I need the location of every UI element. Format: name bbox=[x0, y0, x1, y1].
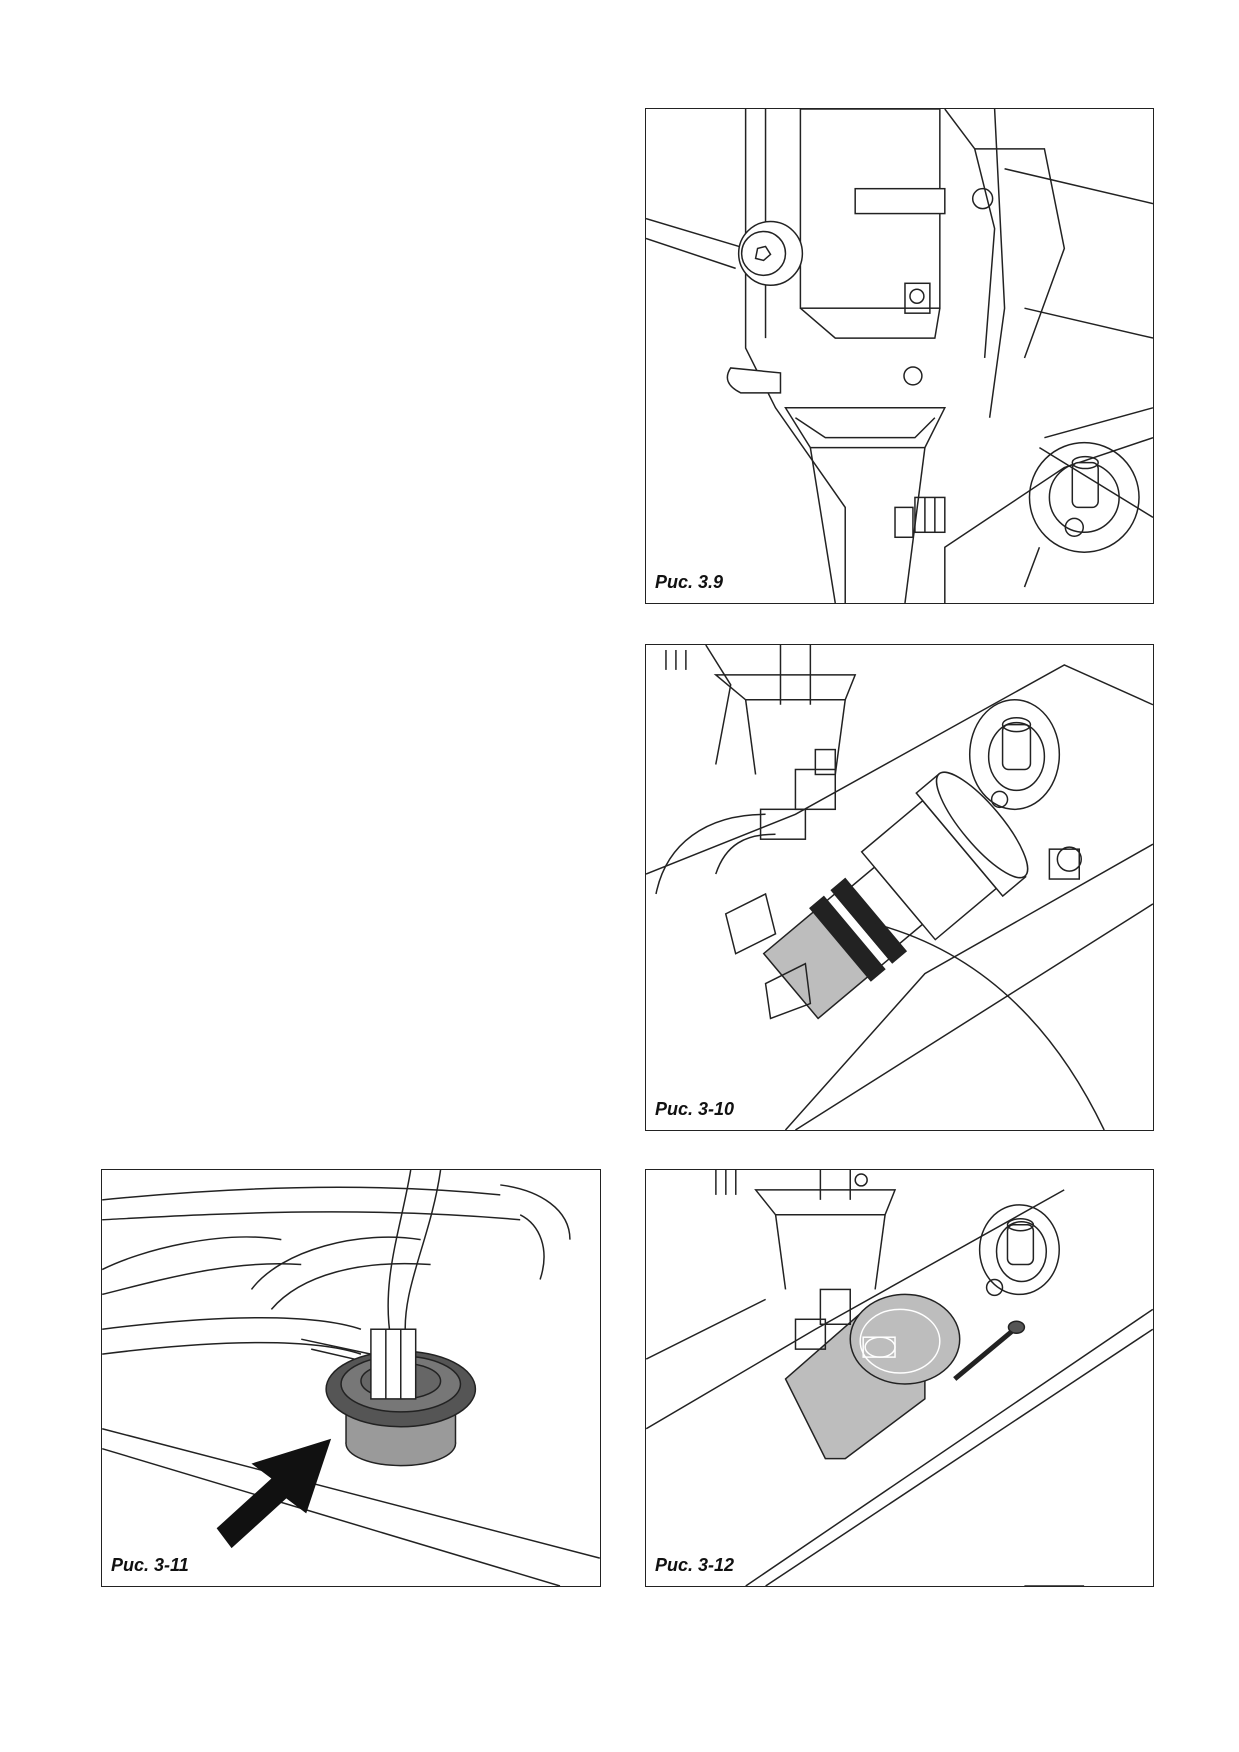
figure-3-11-drawing bbox=[102, 1170, 600, 1586]
adjustment-knob bbox=[737, 220, 804, 287]
cover bbox=[784, 1293, 961, 1460]
arrow-icon bbox=[216, 1438, 332, 1549]
motor bbox=[944, 436, 1153, 603]
figure-3-10: Рис. 3-10 bbox=[645, 644, 1154, 1131]
funnel bbox=[713, 645, 857, 775]
funnel bbox=[784, 407, 947, 603]
motor-assembly bbox=[762, 771, 1029, 1020]
figure-3-9: Рис. 3.9 bbox=[645, 108, 1154, 604]
funnel bbox=[754, 1170, 897, 1290]
figure-3-10-drawing bbox=[646, 645, 1153, 1130]
figure-3-12: Рис. 3-12 bbox=[645, 1169, 1154, 1587]
figure-caption: Рис. 3-11 bbox=[108, 1555, 192, 1576]
motor-face bbox=[968, 699, 1061, 811]
figure-3-11: Рис. 3-11 bbox=[101, 1169, 601, 1587]
figure-caption: Рис. 3-12 bbox=[652, 1555, 738, 1576]
hoses bbox=[102, 1184, 571, 1365]
figure-caption: Рис. 3-10 bbox=[652, 1099, 738, 1120]
figure-3-12-drawing bbox=[646, 1170, 1153, 1586]
figure-3-9-drawing bbox=[646, 109, 1153, 603]
figure-caption: Рис. 3.9 bbox=[652, 572, 727, 593]
connector-clips bbox=[894, 496, 946, 539]
sensor bbox=[325, 1328, 477, 1467]
motor-face bbox=[978, 1204, 1060, 1297]
